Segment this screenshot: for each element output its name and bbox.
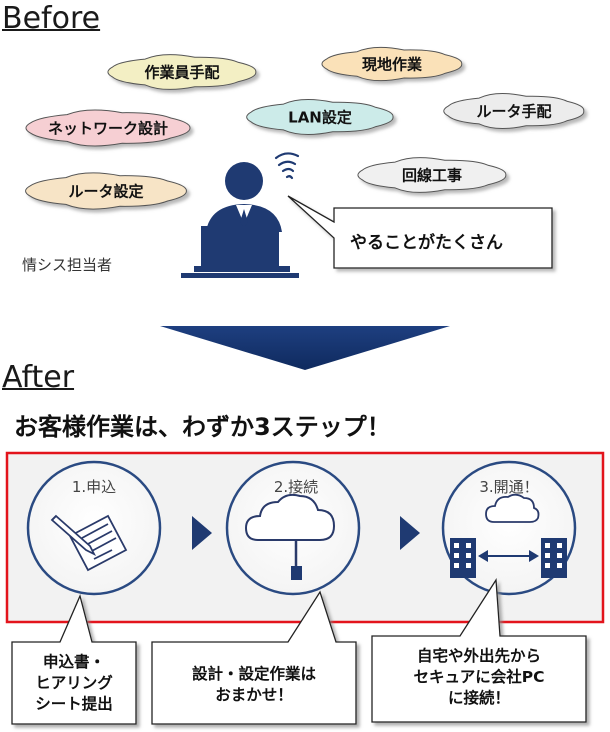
callout-line: 設計・設定作業は: [191, 665, 316, 683]
callout-line: ヒアリング: [35, 674, 113, 692]
task-cloud-router-config: [25, 172, 187, 210]
task-cloud-staffing: [107, 54, 257, 90]
step-title-apply: 1.申込: [71, 478, 117, 496]
step-title-connect: 2.接続: [273, 478, 319, 496]
speech-bubble: [287, 195, 553, 269]
document-pen-icon: [50, 514, 128, 572]
before-heading: Before: [2, 1, 101, 36]
task-cloud-lan: [246, 99, 394, 135]
task-cloud-label-network-design: ネットワーク設計: [47, 119, 169, 138]
buildings-link-icon: [450, 493, 567, 578]
speech-text: やることがたくさん: [350, 233, 503, 253]
task-cloud-label-site-work: 現地作業: [361, 55, 423, 74]
cloud-connect-icon: [244, 493, 336, 580]
task-cloud-label-router-config: ルータ設定: [68, 182, 144, 201]
callout-line: に接続！: [447, 689, 510, 707]
step-title-open: 3.開通！: [479, 478, 539, 496]
callout-open-text: 自宅や外出先から セキュアに会社PC に接続！: [374, 646, 584, 709]
callout-line: おまかせ！: [215, 686, 293, 704]
task-cloud-site-work: [321, 46, 463, 82]
callout-connect-text: 設計・設定作業は おまかせ！: [154, 664, 354, 706]
task-cloud-label-line-work: 回線工事: [401, 166, 463, 185]
callout-open: [371, 578, 587, 723]
callout-line: 自宅や外出先から: [416, 647, 541, 665]
after-headline: お客様作業は、わずか3ステップ！: [14, 413, 391, 441]
task-cloud-line-work: [357, 157, 507, 193]
task-cloud-network-design: [25, 109, 191, 147]
task-cloud-label-staffing: 作業員手配: [144, 63, 220, 82]
worried-staff-icon: [181, 152, 300, 278]
task-cloud-label-lan: LAN設定: [288, 108, 352, 127]
after-heading: After: [2, 360, 75, 395]
staff-label: 情シス担当者: [22, 256, 113, 274]
callout-apply-text: 申込書・ ヒアリング シート提出: [14, 652, 134, 715]
before-illustration: [25, 46, 585, 278]
down-arrow-icon: [160, 326, 450, 370]
callout-connect: [151, 590, 357, 725]
callout-line: 申込書・: [42, 653, 105, 671]
callout-apply: [11, 594, 137, 725]
task-cloud-router-arrange: [443, 93, 585, 129]
task-cloud-label-router-arrange: ルータ手配: [476, 102, 552, 121]
steps-diagram: [5, 451, 605, 725]
callout-line: セキュアに会社PC: [413, 668, 545, 686]
step-arrow-icon: [400, 516, 420, 550]
callout-line: シート提出: [35, 695, 113, 713]
step-arrow-icon: [192, 516, 212, 550]
